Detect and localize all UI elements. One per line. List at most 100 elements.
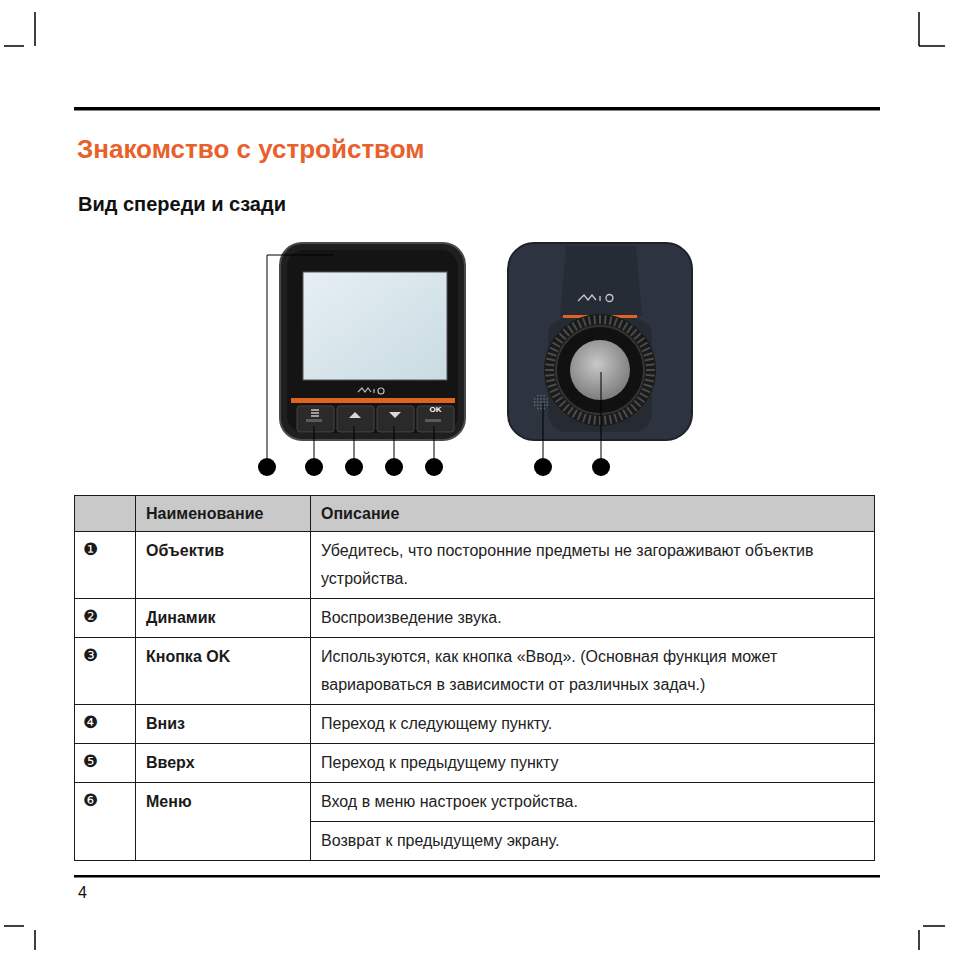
knurl-stroke [583, 414, 586, 423]
knurl-stroke [644, 353, 653, 356]
table-cell: ❸ [75, 638, 136, 705]
table-cell: Вниз [136, 705, 311, 744]
knurl-stroke [623, 410, 628, 418]
knurl-stroke [645, 359, 654, 361]
knurl-stroke [619, 320, 623, 328]
knurl-stroke [552, 343, 560, 348]
knurl-stroke [568, 326, 573, 333]
part-name: Кнопка OK [146, 648, 230, 665]
knurl-stroke [614, 414, 617, 423]
knurl-stroke [546, 359, 555, 361]
knurl-stroke [563, 404, 569, 411]
part-name: Меню [146, 793, 192, 810]
table-cell: Переход к предыдущему пункту [311, 744, 875, 783]
knurl-stroke [589, 316, 591, 325]
knurl-stroke [548, 353, 557, 356]
parts-table: НаименованиеОписание❶ОбъективУбедитесь, … [74, 495, 875, 861]
table-cell: Воспроизведение звука. [311, 599, 875, 638]
knurl-stroke [545, 369, 554, 371]
knurl-stroke [614, 318, 617, 327]
callout-number: ❷ [83, 607, 98, 626]
knurl-stroke [556, 397, 563, 402]
knurl-stroke [644, 384, 653, 387]
knurl-stroke [552, 393, 560, 398]
button-label: OK [430, 405, 442, 415]
back-view [508, 243, 692, 440]
part-name: Объектив [146, 542, 224, 559]
column-header: Описание [321, 505, 399, 522]
knurl-stroke [642, 348, 650, 352]
knurl-stroke [559, 333, 566, 339]
knurl-stroke [645, 380, 654, 382]
callout-number: ❸ [83, 646, 98, 665]
callout-dots [258, 458, 610, 476]
table-cell: ❹ [75, 705, 136, 744]
knurl-stroke [545, 374, 554, 377]
speaker-hole [547, 401, 549, 403]
part-description: Возврат к предыдущему экрану. [321, 832, 559, 849]
speaker-hole [543, 404, 545, 406]
knurl-stroke [563, 329, 569, 336]
knurl-stroke [646, 374, 655, 377]
knurl-stroke [604, 416, 607, 425]
knurl-stroke [578, 320, 582, 328]
part-description: Переход к предыдущему пункту [321, 754, 558, 771]
knurl-stroke [640, 343, 648, 348]
table-cell: ❷ [75, 599, 136, 638]
table-cell: ❻ [75, 783, 136, 861]
speaker-hole [537, 404, 539, 406]
speaker-hole [547, 404, 549, 406]
table-cell: Наименование [136, 496, 311, 532]
speaker-hole [537, 401, 539, 403]
part-description: Вход в меню настроек устройства. [321, 793, 578, 810]
speaker-hole [543, 401, 545, 403]
speaker-hole [537, 395, 539, 397]
speaker-hole [540, 408, 542, 410]
part-description: Убедитесь, что посторонние предметы не з… [321, 542, 813, 587]
knurl-stroke [646, 363, 655, 366]
table-cell: Вверх [136, 744, 311, 783]
knurl-stroke [583, 318, 586, 327]
table-cell: Динамик [136, 599, 311, 638]
page-title: Знакомство с устройством [77, 134, 425, 165]
knurl-stroke [637, 338, 644, 343]
table-cell: Возврат к предыдущему экрану. [311, 822, 875, 861]
knurl-stroke [604, 315, 607, 324]
speaker-hole [537, 408, 539, 410]
callout-number: ❹ [83, 713, 98, 732]
speaker-hole [543, 398, 545, 400]
knurl-stroke [627, 407, 632, 414]
knurl-stroke [619, 412, 623, 420]
table-cell: Объектив [136, 532, 311, 599]
speaker-hole [543, 408, 545, 410]
column-header: Наименование [146, 505, 263, 522]
speaker-hole [534, 404, 536, 406]
crop-marks [4, 12, 945, 950]
speaker-hole [540, 395, 542, 397]
speaker-hole [534, 398, 536, 400]
table-cell: Вход в меню настроек устройства. [311, 783, 875, 822]
knurl-stroke [640, 393, 648, 398]
speaker-hole [540, 398, 542, 400]
knurl-stroke [593, 416, 596, 425]
front-view [280, 243, 465, 440]
knurl-stroke [550, 348, 558, 352]
knurl-stroke [631, 329, 637, 336]
part-name: Вверх [146, 754, 195, 771]
speaker-hole [543, 395, 545, 397]
knurl-stroke [559, 401, 566, 407]
top-rule [74, 107, 880, 111]
part-name: Вниз [146, 715, 185, 732]
table-cell: Кнопка OK [136, 638, 311, 705]
table-cell: Убедитесь, что посторонние предметы не з… [311, 532, 875, 599]
knurl-stroke [610, 316, 612, 325]
speaker-hole [540, 401, 542, 403]
knurl-stroke [631, 404, 637, 411]
knurl-stroke [545, 363, 554, 366]
speaker-hole [537, 398, 539, 400]
knurl-stroke [610, 415, 612, 424]
knurl-stroke [627, 326, 632, 333]
callout-number: ❻ [83, 791, 98, 810]
table-cell [75, 496, 136, 532]
knurl-stroke [634, 401, 641, 407]
